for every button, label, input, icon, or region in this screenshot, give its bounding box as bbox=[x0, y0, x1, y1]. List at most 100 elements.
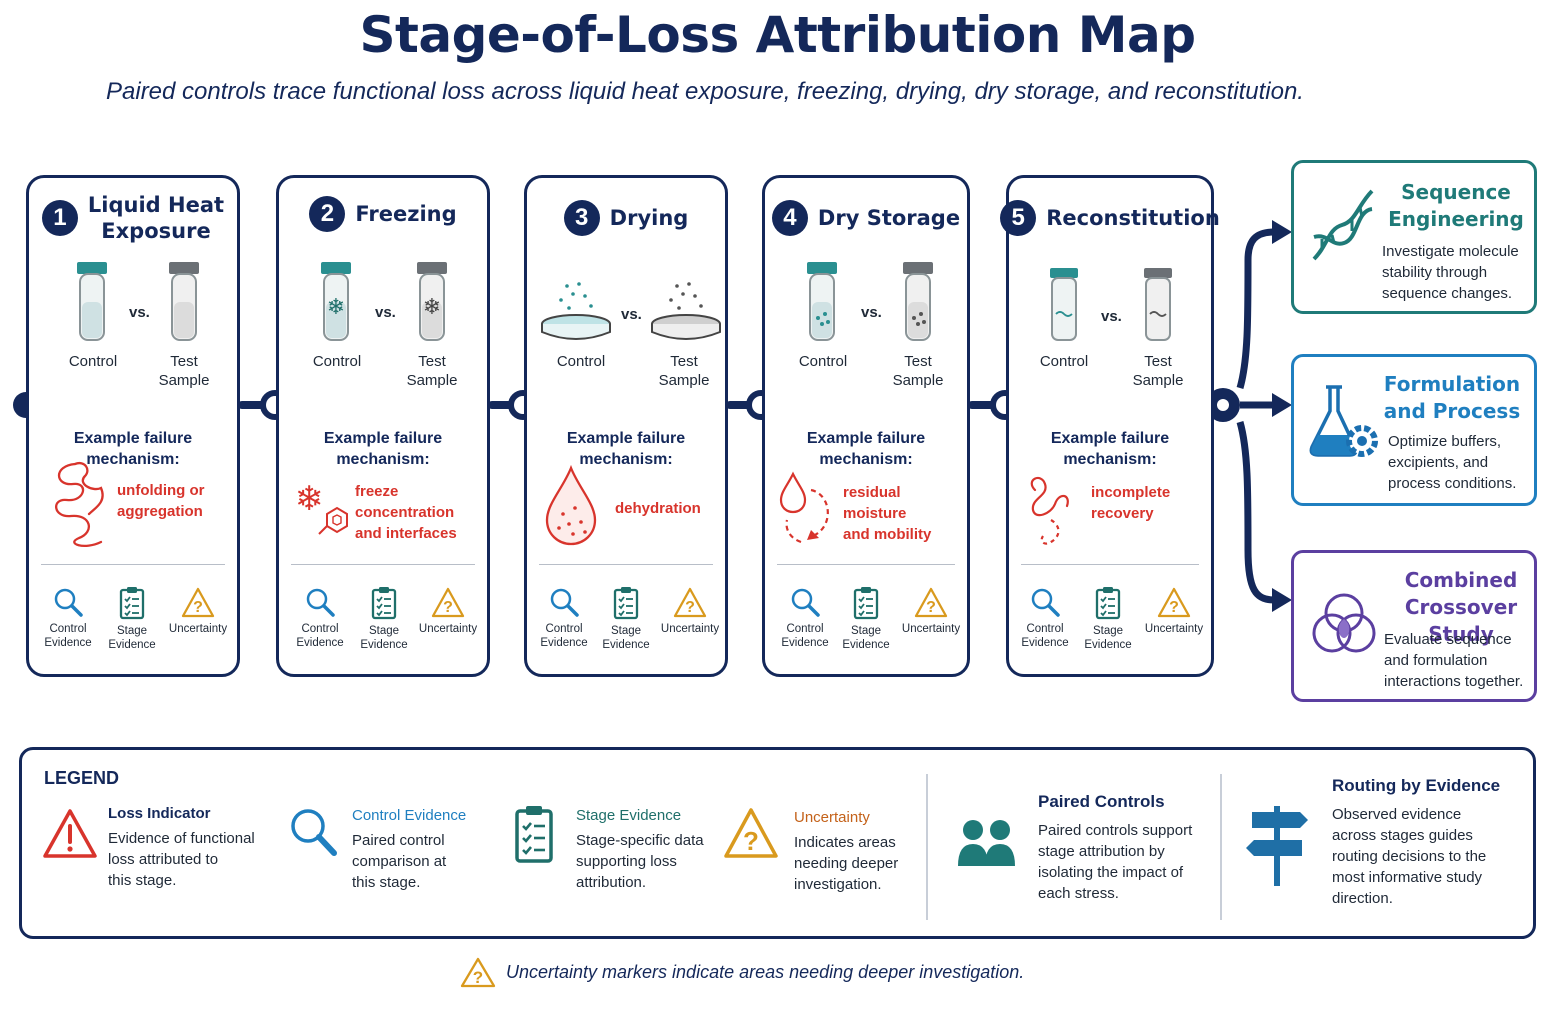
question-triangle-icon bbox=[431, 587, 465, 618]
timeline-connector bbox=[726, 401, 764, 409]
stage-title: Drying bbox=[609, 206, 689, 230]
control-vial-icon bbox=[1050, 268, 1078, 341]
test-dish-icon bbox=[651, 282, 721, 340]
vs-label: vs. bbox=[129, 304, 150, 321]
svg-text:?: ? bbox=[743, 826, 759, 856]
control-label: Control bbox=[68, 353, 118, 370]
question-triangle-icon bbox=[1157, 587, 1191, 618]
clipboard-check-icon bbox=[853, 586, 879, 620]
magnifier-icon bbox=[1031, 588, 1060, 617]
legend-item-name: Control Evidence bbox=[352, 807, 467, 824]
legend: LEGEND Loss Indicator Evidence of functi… bbox=[19, 747, 1536, 939]
stage-title: Liquid Heat Exposure bbox=[88, 192, 224, 244]
magnifier-icon bbox=[291, 809, 337, 856]
svg-text:❄: ❄ bbox=[423, 295, 441, 320]
arrow-head-icon bbox=[1272, 220, 1292, 244]
stage-header: 2 Freezing bbox=[279, 196, 487, 232]
timeline-connector bbox=[968, 401, 1008, 409]
test-vial-icon bbox=[1144, 268, 1172, 341]
clipboard-check-icon bbox=[371, 586, 397, 620]
divider bbox=[1021, 564, 1199, 565]
uncertainty-marker[interactable]: Uncertainty bbox=[163, 586, 233, 636]
question-triangle-icon bbox=[181, 587, 215, 618]
legend-item-name: Loss Indicator bbox=[108, 805, 211, 822]
uncertainty-marker[interactable]: Uncertainty bbox=[895, 586, 967, 636]
svg-text:❄: ❄ bbox=[327, 295, 345, 320]
control-dish-icon bbox=[541, 282, 611, 340]
venn-icon bbox=[1312, 593, 1376, 653]
signpost-icon bbox=[1246, 806, 1308, 886]
divider bbox=[291, 564, 475, 565]
protein-chain-icon bbox=[55, 461, 104, 547]
stage-number: 3 bbox=[563, 200, 600, 236]
uncertainty-marker[interactable]: Uncertainty bbox=[413, 586, 483, 636]
stage-number: 5 bbox=[1000, 200, 1037, 236]
moisture-cycle-icon bbox=[779, 471, 829, 544]
snowflake-molecule-icon: ❄ bbox=[295, 479, 348, 535]
page-subtitle: Paired controls trace functional loss ac… bbox=[106, 78, 1304, 105]
divider bbox=[41, 564, 225, 565]
stage-title-line: Exposure bbox=[101, 219, 211, 243]
routing-arrows bbox=[1236, 220, 1292, 612]
arrow-head-icon bbox=[1272, 393, 1292, 417]
uncertainty-marker[interactable]: Uncertainty bbox=[655, 586, 725, 636]
vs-label: vs. bbox=[1101, 308, 1122, 325]
svg-text:❄: ❄ bbox=[295, 479, 324, 519]
question-triangle-icon: ? bbox=[460, 957, 496, 988]
stage-number: 1 bbox=[41, 200, 78, 236]
question-triangle-icon: ? bbox=[724, 808, 778, 858]
stage-title-line: Liquid Heat bbox=[87, 193, 225, 217]
divider bbox=[777, 564, 955, 565]
legend-item-name: Paired Controls bbox=[1038, 792, 1165, 811]
magnifier-icon bbox=[550, 588, 579, 617]
control-vial-icon bbox=[76, 262, 108, 341]
legend-separator bbox=[1220, 774, 1222, 920]
svg-text:?: ? bbox=[473, 968, 483, 987]
legend-separator bbox=[926, 774, 928, 920]
stage-number: 4 bbox=[771, 200, 808, 236]
clipboard-check-icon bbox=[515, 806, 553, 863]
frozen-test-vial-icon: ❄ bbox=[416, 262, 448, 341]
control-label: Control bbox=[556, 353, 606, 370]
people-icon bbox=[958, 820, 1015, 866]
timeline-connector bbox=[238, 401, 278, 409]
stage-number: 2 bbox=[309, 196, 346, 232]
clipboard-check-icon bbox=[119, 586, 145, 620]
legend-item-name: Stage Evidence bbox=[576, 807, 682, 824]
stage-header: 1 Liquid Heat Exposure bbox=[29, 192, 237, 244]
uncertainty-marker[interactable]: Uncertainty bbox=[1137, 586, 1211, 636]
